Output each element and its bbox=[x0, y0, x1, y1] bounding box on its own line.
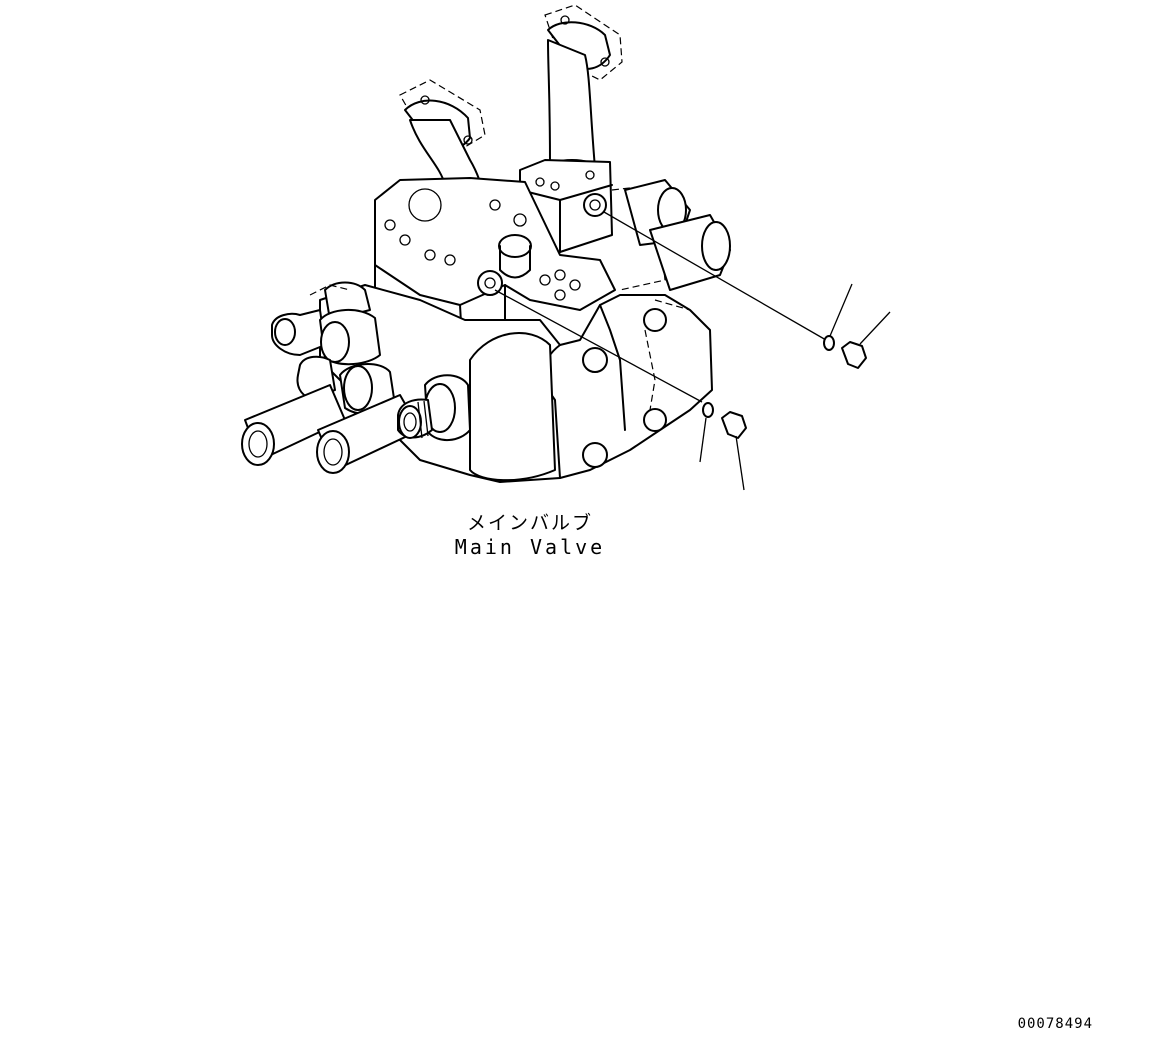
caption-japanese: メインバルブ bbox=[466, 512, 593, 534]
front-spools bbox=[241, 308, 471, 474]
lower-o-ring bbox=[702, 402, 714, 418]
caption-english: Main Valve bbox=[454, 535, 606, 559]
right-spool-housings bbox=[611, 179, 731, 291]
right-elbow-tube bbox=[544, 4, 623, 177]
drawing-number: 00078494 bbox=[1017, 1016, 1093, 1032]
upper-plug bbox=[841, 341, 867, 369]
lower-plug bbox=[721, 411, 747, 439]
lower-plug-assembly bbox=[494, 289, 747, 491]
upper-plug-assembly bbox=[603, 211, 891, 369]
upper-o-ring bbox=[823, 335, 835, 351]
